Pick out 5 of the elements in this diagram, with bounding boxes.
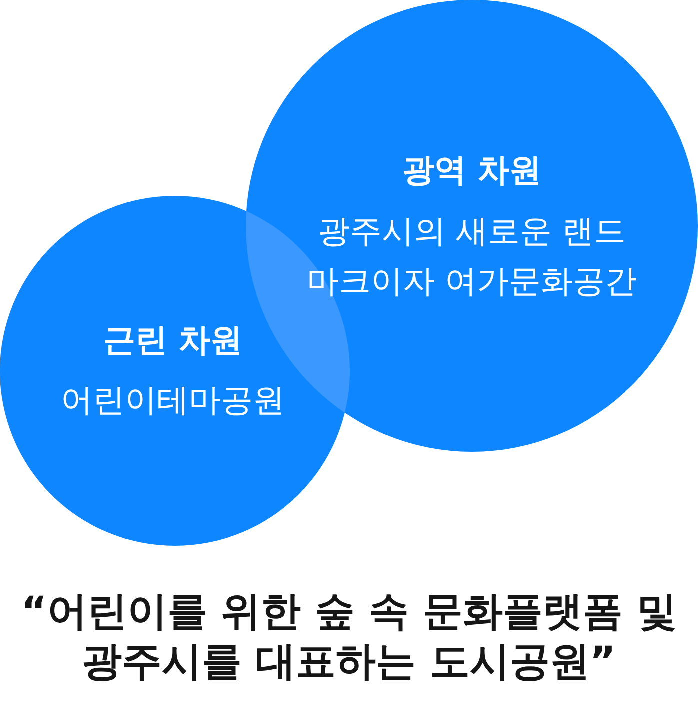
circle-heading: 광역 차원 — [401, 150, 543, 190]
caption: “어린이를 위한 숲 속 문화플랫폼 및 광주시를 대표하는 도시공원” — [20, 588, 678, 687]
circle-text: 광주시의 새로운 랜드 마크이자 여가문화공간 — [306, 211, 638, 302]
circle-heading: 근린 차원 — [102, 320, 244, 360]
circle-text: 어린이테마공원 — [60, 380, 286, 421]
